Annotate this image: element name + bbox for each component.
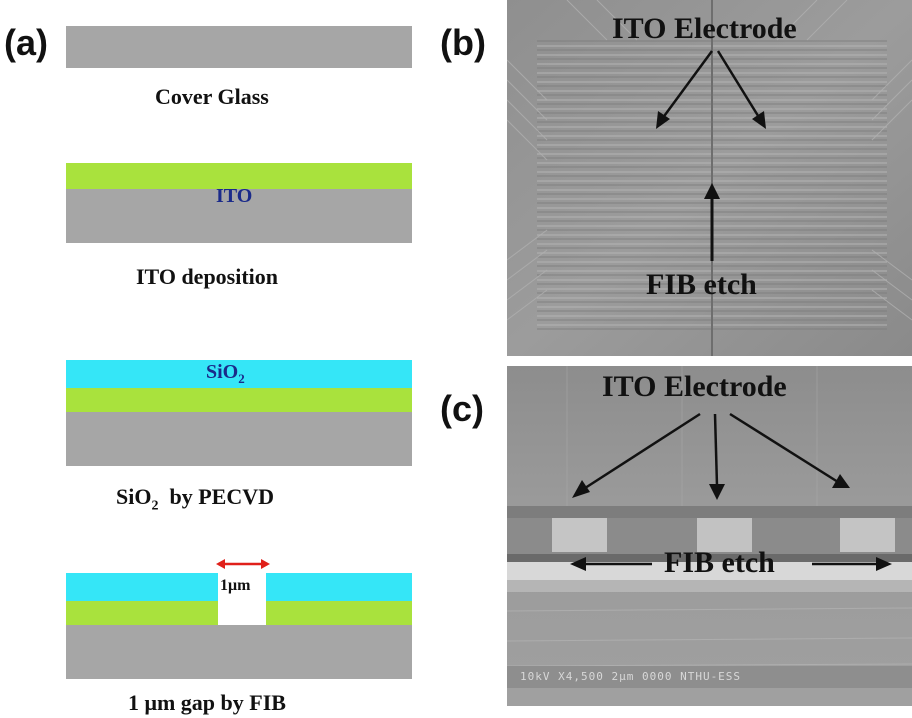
sio2-layer-label: SiO2 [206, 361, 245, 386]
ito-deposition-caption: ITO deposition [136, 264, 279, 289]
cover-glass-layer [66, 26, 412, 68]
gap-width-arrow [216, 559, 270, 569]
ito-layer-label: ITO [216, 185, 253, 207]
glass-layer-step2 [66, 189, 412, 243]
panel-c-fib-annotation: FIB etch [664, 546, 775, 579]
sio2-layer [66, 360, 412, 388]
ito-layer [66, 163, 412, 189]
sem-image-fib-cross-section [507, 366, 912, 706]
panel-b-ito-arrows [656, 50, 766, 129]
sio2-pecvd-caption: SiO2 by PECVD [116, 484, 274, 514]
panel-c-etch-arrows [570, 557, 892, 571]
ito-layer-right [266, 601, 412, 625]
glass-layer-step3 [66, 412, 412, 466]
panel-a-label: (a) [4, 22, 48, 63]
sem-image-electrodes [507, 0, 912, 356]
panel-b-fib-annotation: FIB etch [646, 268, 757, 301]
cover-glass-caption: Cover Glass [155, 84, 269, 109]
panel-c-ito-annotation: ITO Electrode [602, 370, 787, 403]
fib-gap-caption: 1 μm gap by FIB [128, 690, 286, 715]
panel-b-fib-arrow [704, 183, 720, 261]
panel-c-ito-arrows [572, 412, 850, 500]
ito-layer-left [66, 601, 218, 625]
sio2-layer-left [66, 573, 218, 601]
glass-layer-step4 [66, 625, 412, 679]
panel-c-label: (c) [440, 388, 484, 429]
sem-info-bar: 10kV X4,500 2μm 0000 NTHU-ESS [520, 670, 742, 683]
sio2-layer-right [266, 573, 412, 601]
gap-width-label: 1μm [220, 577, 251, 594]
panel-b-ito-annotation: ITO Electrode [612, 12, 797, 45]
ito-layer-step3 [66, 388, 412, 412]
panel-b-label: (b) [440, 22, 486, 63]
